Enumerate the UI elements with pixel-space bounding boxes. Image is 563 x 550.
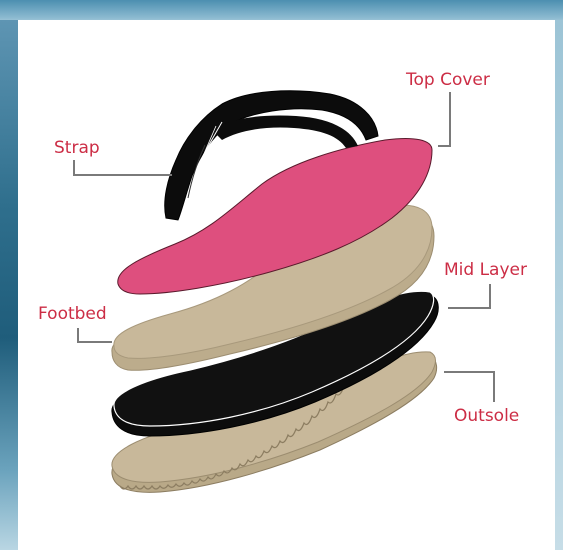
outsole-leader: [444, 372, 494, 402]
top-cover-leader: [438, 92, 450, 146]
strap-leader: [74, 160, 172, 175]
label-mid-layer: Mid Layer: [444, 260, 527, 280]
footbed-leader: [78, 328, 112, 342]
label-outsole: Outsole: [454, 406, 519, 426]
label-footbed: Footbed: [38, 304, 107, 324]
label-top-cover: Top Cover: [406, 70, 490, 90]
mid-layer-leader: [448, 284, 490, 308]
label-strap: Strap: [54, 138, 100, 158]
